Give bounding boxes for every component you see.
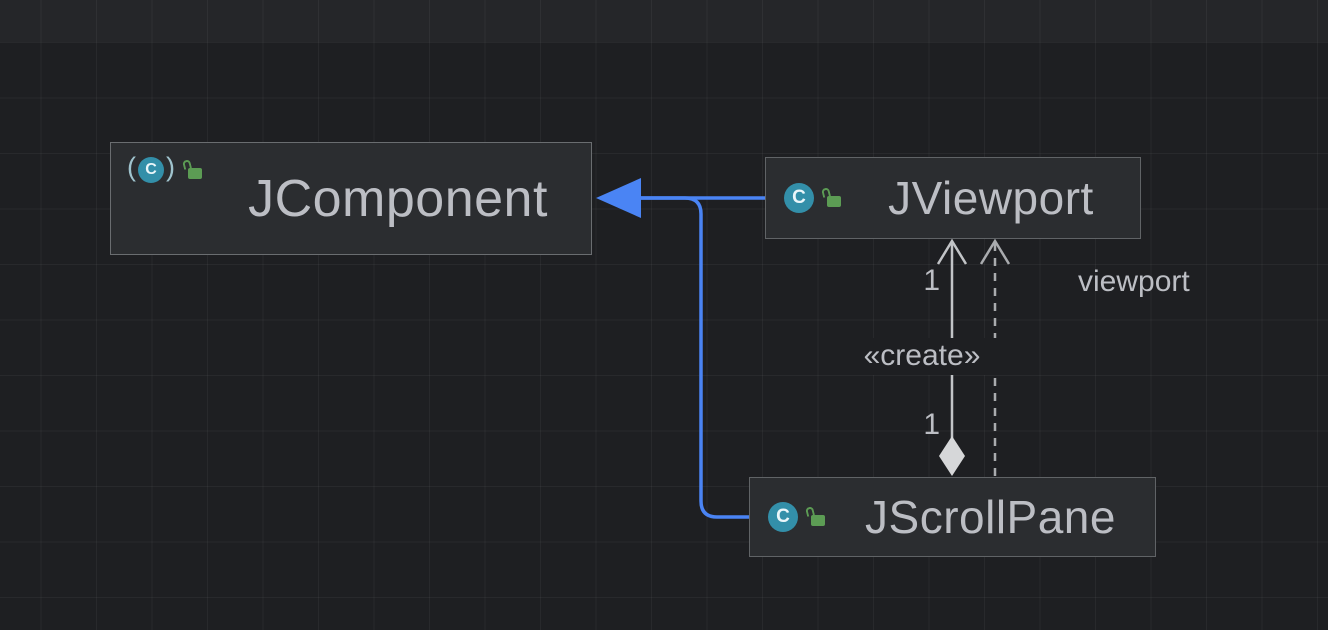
abstract-paren-left: ( (127, 152, 136, 182)
node-icons: ( C ) (127, 152, 202, 183)
class-name: JComponent (248, 169, 548, 228)
class-name: JScrollPane (865, 491, 1116, 543)
class-node-jviewport[interactable]: C JViewport (765, 157, 1141, 239)
class-node-jcomponent[interactable]: ( C ) JComponent (110, 142, 592, 255)
inheritance-edge-jscrollpane[interactable] (640, 196, 749, 519)
inheritance-arrowhead-icon[interactable] (596, 178, 641, 218)
class-name: JViewport (888, 172, 1094, 224)
multiplicity-label-source: 1 (923, 408, 940, 441)
public-lock-icon (188, 167, 202, 179)
public-lock-icon (827, 196, 841, 207)
class-node-jscrollpane[interactable]: C JScrollPane (749, 477, 1156, 557)
aggregation-arrowhead-icon[interactable] (936, 238, 968, 265)
abstract-class-icon: ( C ) (127, 152, 175, 183)
abstract-paren-right: ) (166, 152, 175, 182)
multiplicity-label-target: 1 (923, 264, 940, 297)
stereotype-label-create: «create» (847, 338, 997, 375)
node-icons: C (784, 183, 841, 213)
dependency-label-viewport: viewport (1078, 265, 1190, 298)
aggregation-diamond-icon[interactable] (939, 436, 965, 476)
node-icons: C (768, 502, 825, 532)
class-icon: C (138, 156, 164, 183)
class-icon: C (784, 183, 814, 213)
public-lock-icon (811, 515, 825, 526)
class-icon: C (768, 502, 798, 532)
dependency-arrowhead-icon[interactable] (979, 238, 1011, 265)
